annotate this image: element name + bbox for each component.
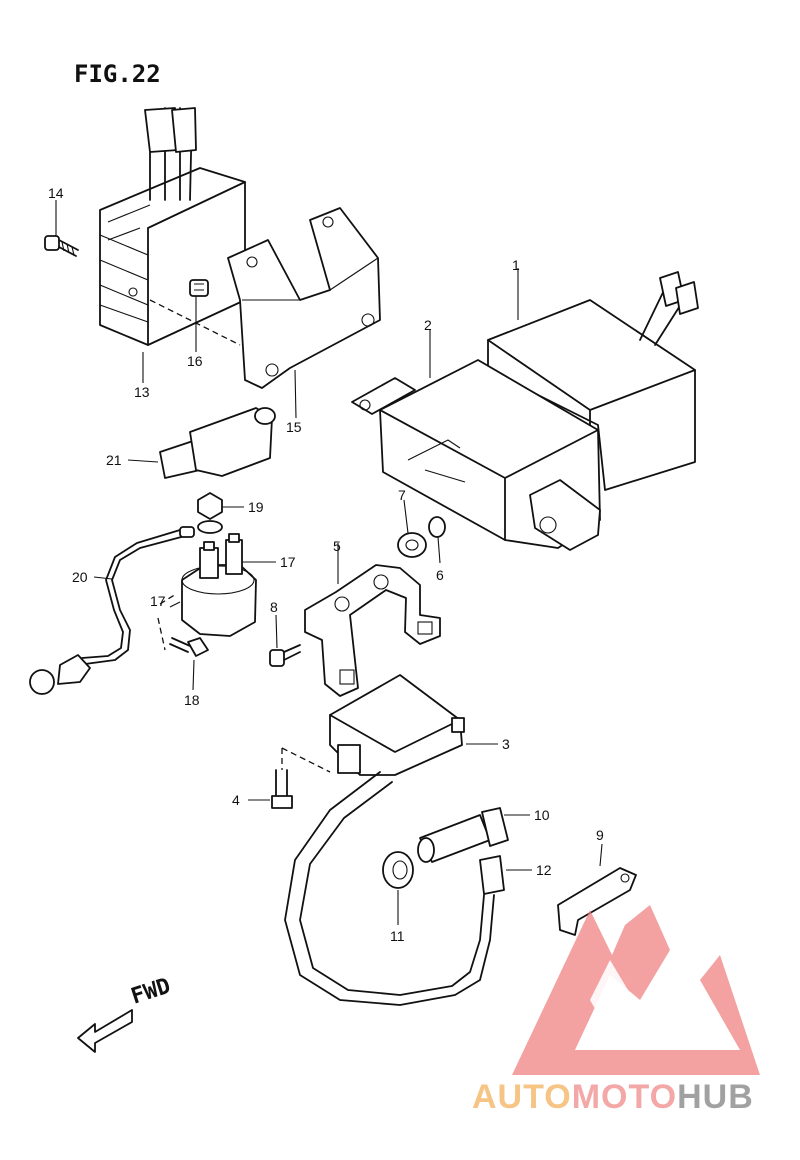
watermark-text: AUTOMOTOHUB: [472, 1078, 754, 1116]
part-15-bracket: [149, 207, 381, 389]
fwd-direction-indicator: FWD: [77, 974, 174, 1053]
part-20-lead-wire: [29, 526, 195, 695]
callout-17-alt: 17: [150, 593, 166, 609]
part-18-screw: [169, 637, 209, 657]
fwd-label: FWD: [128, 974, 174, 1010]
callout-21: 21: [106, 452, 122, 468]
callout-6: 6: [436, 567, 444, 583]
watermark-auto: AUTO: [472, 1078, 572, 1116]
part-14-screw: [44, 235, 79, 257]
callout-5: 5: [333, 538, 341, 554]
callout-14: 14: [48, 185, 64, 201]
fwd-arrow-icon: [77, 1009, 133, 1053]
part-11-seal: [382, 851, 414, 889]
callout-17: 17: [280, 554, 296, 570]
part-8-bolt: [269, 644, 301, 667]
part-3-ignition-coil: [329, 674, 465, 776]
logo-shape: [512, 905, 760, 1075]
callout-11: 11: [390, 928, 405, 944]
callout-16: 16: [187, 353, 203, 369]
watermark-hub: HUB: [677, 1078, 754, 1116]
watermark: AUTOMOTOHUB: [472, 905, 760, 1116]
callout-18: 18: [184, 692, 200, 708]
callout-2: 2: [424, 317, 432, 333]
callout-13: 13: [134, 384, 150, 400]
part-13-regulator: [99, 107, 246, 346]
part-5-bracket: [304, 564, 441, 697]
callout-9: 9: [596, 827, 604, 843]
part-6-collar: [428, 516, 446, 538]
callout-19: 19: [248, 499, 264, 515]
part-12-terminal: [479, 855, 505, 895]
part-9-clamp: [557, 867, 637, 936]
callout-1: 1: [512, 257, 520, 273]
figure-title: FIG.22: [74, 60, 161, 88]
callout-8: 8: [270, 599, 278, 615]
callout-numbers: 1 2 3 4 5 6 7 8 9 10 11 12 13 14 15 16 1…: [48, 185, 604, 944]
high-tension-lead: [284, 771, 495, 1006]
watermark-moto: MOTO: [572, 1078, 677, 1116]
callout-4: 4: [232, 792, 240, 808]
part-10-plug-cap: [417, 807, 509, 863]
callout-7: 7: [398, 487, 406, 503]
part-17-starter-relay: [157, 533, 257, 651]
leader-lines: [55, 200, 603, 925]
callout-3: 3: [502, 736, 510, 752]
callout-10: 10: [534, 807, 550, 823]
watermark-logo-icon: [512, 905, 760, 1075]
part-19-nut: [197, 492, 223, 534]
part-4-bolt: [271, 747, 331, 809]
callout-20: 20: [72, 569, 88, 585]
part-7-grommet: [397, 532, 427, 558]
part-16-nut: [189, 279, 209, 297]
part-21-cap: [159, 407, 276, 479]
callout-12: 12: [536, 862, 552, 878]
callout-15: 15: [286, 419, 302, 435]
part-2-cdi-unit: [351, 359, 601, 551]
